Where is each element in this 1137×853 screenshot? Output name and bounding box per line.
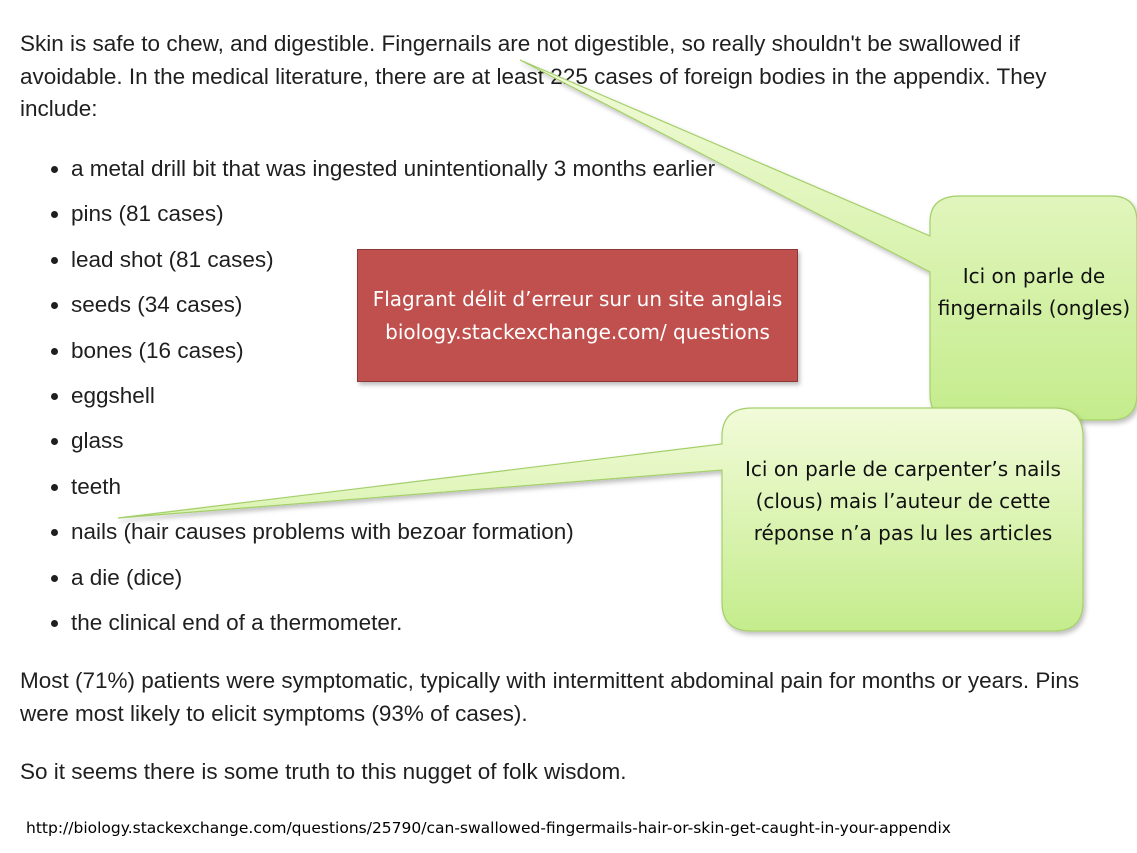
- list-item-text: a metal drill bit that was ingested unin…: [71, 156, 716, 181]
- bullet-icon: [51, 302, 58, 310]
- list-item: the clinical end of a thermometer.: [48, 607, 715, 652]
- list-item: lead shot (81 cases): [48, 244, 715, 289]
- bullet-icon: [51, 438, 58, 446]
- bullet-icon: [51, 574, 58, 582]
- list-item-text: seeds (34 cases): [71, 292, 243, 318]
- bullet-icon: [51, 619, 58, 627]
- list-item: bones (16 cases): [48, 335, 715, 380]
- list-item: a metal drill bit that was ingested unin…: [48, 153, 715, 198]
- list-item: glass: [48, 425, 715, 470]
- list-item-text: eggshell: [71, 382, 155, 408]
- list-item: seeds (34 cases): [48, 289, 715, 334]
- summary-paragraph: Most (71%) patients were symptomatic, ty…: [20, 668, 1080, 726]
- bullet-icon: [51, 392, 58, 400]
- list-item-text: lead shot (81 cases): [71, 246, 274, 272]
- intro-paragraph: Skin is safe to chew, and digestible. Fi…: [20, 31, 1047, 121]
- nails-callout-text: Ici on parle de carpenter’s nails (clous…: [745, 457, 1061, 545]
- list-item-text: bones (16 cases): [71, 337, 244, 363]
- conclusion-paragraph: So it seems there is some truth to this …: [20, 759, 627, 784]
- bullet-icon: [51, 483, 58, 491]
- error-note-text: Flagrant délit d’erreur sur un site angl…: [372, 286, 783, 344]
- list-item: nails (hair causes problems with bezoar …: [48, 516, 715, 561]
- list-item-text: glass: [71, 428, 124, 454]
- bullet-icon: [51, 211, 58, 219]
- list-item-text: teeth: [71, 473, 122, 499]
- foreign-bodies-list: a metal drill bit that was ingested unin…: [48, 153, 715, 652]
- list-item: a die (dice): [48, 562, 715, 607]
- list-item: pins (81 cases): [48, 198, 715, 243]
- list-item-text: a die (dice): [71, 564, 183, 590]
- error-note-box: Flagrant délit d’erreur sur un site angl…: [357, 249, 798, 382]
- list-item-text: the clinical end of a thermometer.: [71, 609, 403, 635]
- fingernails-callout-text: Ici on parle de fingernails (ongles): [937, 264, 1131, 320]
- source-url: http://biology.stackexchange.com/questio…: [26, 819, 951, 837]
- list-item-text: nails (hair causes problems with bezoar …: [71, 519, 574, 545]
- list-item-text: pins (81 cases): [71, 201, 224, 227]
- list-item: eggshell: [48, 380, 715, 425]
- nails-callout: [117, 407, 1084, 632]
- bullet-icon: [51, 166, 58, 173]
- bullet-icon: [51, 529, 58, 537]
- bullet-icon: [51, 256, 58, 264]
- bullet-icon: [51, 347, 58, 355]
- list-item: teeth: [48, 471, 715, 516]
